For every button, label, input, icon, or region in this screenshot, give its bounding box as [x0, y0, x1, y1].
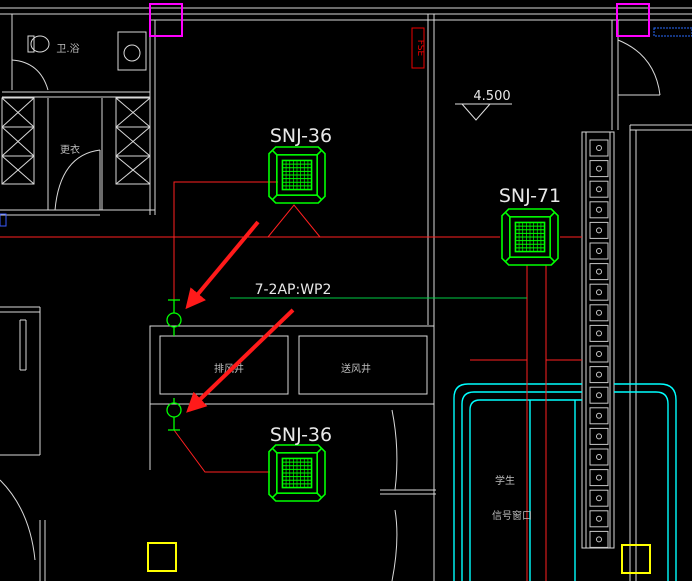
arrow-upper	[185, 220, 260, 310]
elevation-marker	[455, 103, 512, 121]
radiator-segment	[589, 283, 609, 301]
unit-corner	[316, 447, 323, 454]
unit-grille-frame	[276, 154, 318, 196]
unit-corner	[316, 194, 323, 201]
radiator-valve	[596, 495, 602, 502]
radiator-valve	[596, 330, 602, 337]
radiator-segment	[589, 407, 609, 425]
radiator-segment	[589, 448, 609, 466]
radiator-segments	[589, 139, 609, 548]
refrigerant-pipes	[0, 181, 582, 581]
elevation-label: 4.500	[473, 89, 510, 104]
shaft-supply: 送风井	[341, 362, 371, 375]
unit-corner	[271, 149, 278, 156]
unit-label-right: SNJ-71	[499, 185, 561, 207]
radiator-valve	[596, 248, 602, 254]
radiator-valve	[596, 433, 602, 440]
unit-corner	[271, 492, 278, 499]
unit-corner	[504, 256, 511, 263]
radiator-valve	[596, 412, 602, 419]
unit-label-top: SNJ-36	[270, 125, 332, 147]
radiator-valve	[596, 227, 602, 234]
unit-outline	[268, 146, 326, 204]
unit-outline	[501, 208, 559, 266]
radiator-segment	[589, 304, 609, 322]
arrow-lower	[186, 308, 295, 413]
column-top-right	[616, 3, 650, 37]
radiator-segment	[589, 160, 609, 178]
radiator-valve	[596, 454, 602, 460]
radiator-valve	[596, 289, 602, 296]
radiator-valve	[596, 145, 602, 151]
radiator-segment	[589, 386, 609, 404]
room-washroom: 卫.浴	[56, 43, 79, 55]
left-edge-marker	[0, 213, 7, 227]
unit-grille-frame	[276, 452, 318, 494]
radiator-segment	[589, 324, 609, 342]
radiator-segment	[589, 469, 609, 487]
radiator-segment	[589, 201, 609, 219]
column-bottom-right	[621, 544, 651, 574]
note-student: 学生	[495, 474, 515, 487]
radiator-valve	[596, 309, 602, 316]
valve-lower	[166, 398, 182, 431]
walls	[0, 7, 692, 581]
radiator-valve	[596, 165, 602, 172]
column-top-left	[149, 3, 183, 37]
ac-unit-snj71	[501, 208, 559, 266]
valve-upper	[166, 299, 182, 336]
radiator-valve	[596, 474, 602, 481]
unit-grille-frame	[509, 216, 551, 258]
radiator-segment	[589, 345, 609, 363]
radiator-segment	[589, 530, 609, 548]
radiator-valve	[596, 206, 602, 213]
room-cabinet: 更衣	[60, 143, 80, 156]
radiator-segment	[589, 510, 609, 528]
unit-corner	[504, 211, 511, 218]
note-window: 信号窗口	[492, 509, 532, 522]
unit-corner	[549, 211, 556, 218]
radiator-segment	[589, 263, 609, 281]
radiator-valve	[596, 351, 602, 357]
fire-tag-box	[411, 27, 425, 69]
unit-corner	[316, 492, 323, 499]
cyan-duct	[453, 383, 677, 581]
radiator-segment	[589, 139, 609, 157]
ac-unit-snj36-top	[268, 146, 326, 204]
unit-outline	[268, 444, 326, 502]
unit-corner	[549, 256, 556, 263]
column-bottom-left	[147, 542, 177, 572]
radiator-segment	[589, 427, 609, 445]
radiator-segment	[589, 366, 609, 384]
radiator-valve	[596, 371, 602, 378]
radiator-valve	[596, 186, 602, 193]
fire-tag: FSE	[415, 40, 425, 57]
radiator-segment	[589, 180, 609, 198]
unit-corner	[271, 447, 278, 454]
unit-corner	[316, 149, 323, 156]
ac-unit-snj36-bottom	[268, 444, 326, 502]
radiator-valve	[596, 268, 602, 275]
radiator-valve	[596, 392, 602, 399]
radiator-segment	[589, 221, 609, 239]
radiator-segment	[589, 242, 609, 260]
unit-label-bottom: SNJ-36	[270, 424, 332, 446]
blue-tag	[653, 27, 692, 37]
radiator-valve	[596, 515, 602, 522]
unit-corner	[271, 194, 278, 201]
circuit-label: 7-2AP:WP2	[255, 282, 332, 298]
radiator-segment	[589, 489, 609, 507]
radiator-valve	[596, 536, 602, 543]
